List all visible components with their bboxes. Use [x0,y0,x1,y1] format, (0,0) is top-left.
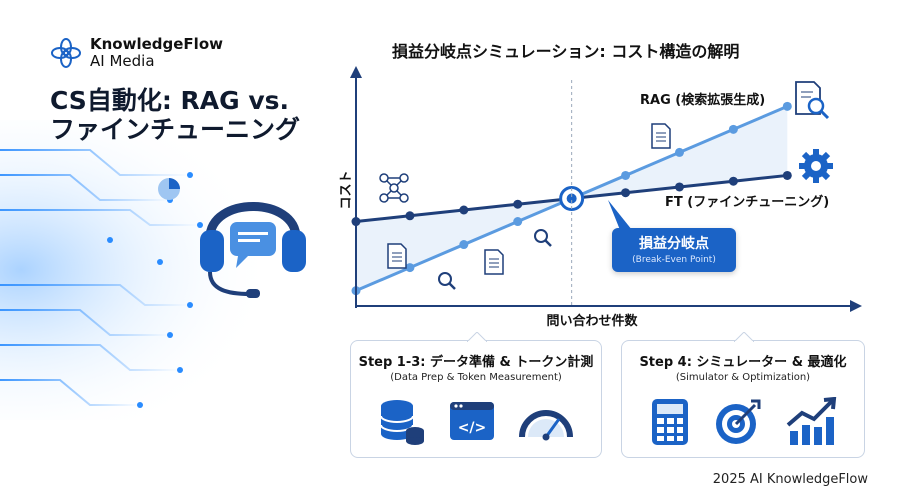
series-label-ft: FT (ファインチューニング) [665,194,829,210]
knowledgeflow-logo-icon [51,38,81,68]
callout-pointer [608,200,632,230]
step-box-1: Step 1-3: データ準備 & トークン計測 (Data Prep & To… [350,332,602,458]
break-even-marker-core [566,193,577,204]
break-even-chart: コスト 問い合わせ件数 RAG (検索拡張生成) FT (ファインチューニング) [339,66,862,329]
brand-name: KnowledgeFlow [90,35,223,53]
ft-data-point [674,182,684,192]
ft-data-point [405,211,415,221]
neural-network-icon [379,173,409,203]
database-icon [380,400,424,445]
step-title: Step 1-3: データ準備 & トークン計測 [358,355,594,370]
document-icon [387,243,407,269]
magnifier-icon [438,272,456,290]
code-window-icon: </> [450,402,494,440]
step-title: Step 4: シミュレーター & 最適化 [639,355,847,370]
chart-title: 損益分岐点シミュレーション: コスト構造の解明 [392,42,740,61]
headline-line-1: CS自動化: RAG vs. [50,86,290,115]
step-subtitle: (Data Prep & Token Measurement) [390,372,562,383]
series-label-rag: RAG (検索拡張生成) [640,92,765,108]
ft-data-point [513,199,523,209]
growth-chart-icon [786,397,836,445]
ft-data-point [459,205,469,215]
step-box-pointer [734,332,754,342]
x-axis-arrow [850,300,862,312]
break-even-label: 損益分岐点 [639,236,709,252]
gear-icon [799,149,833,183]
headset-icon [200,202,306,298]
target-icon [715,399,761,444]
step-subtitle: (Simulator & Optimization) [675,372,811,383]
svg-text:</>: </> [458,420,487,436]
ft-data-point [621,188,631,198]
rag-data-point [674,147,684,157]
step-box-pointer [467,332,487,342]
footer-copyright: 2025 AI KnowledgeFlow [712,472,868,487]
gauge-icon [519,410,573,441]
brand-block: KnowledgeFlow AI Media [50,36,223,70]
left-background [0,0,420,502]
document-icon [484,249,504,275]
magnifier-icon [534,229,552,247]
rag-data-point [513,217,523,227]
break-even-callout: 損益分岐点 (Break-Even Point) [612,228,736,272]
ft-data-point [782,170,792,180]
y-axis-label: コスト [339,170,354,209]
step-box-2: Step 4: シミュレーター & 最適化 (Simulator & Optim… [621,332,865,458]
break-even-sublabel: (Break-Even Point) [632,255,716,265]
rag-data-point [728,124,738,134]
search-document-icon [795,81,830,120]
y-axis-arrow [350,66,362,78]
ft-data-point [728,176,738,186]
rag-data-point [621,170,631,180]
headline-line-2: ファインチューニング [50,115,301,144]
rag-data-point [405,263,415,273]
document-icon [651,123,671,149]
headline: CS自動化: RAG vs. ファインチューニング [50,86,300,144]
rag-data-point [459,240,469,250]
pie-chart-icon [158,178,180,200]
calculator-icon [652,399,689,445]
rag-data-point [782,101,792,111]
x-axis-label: 問い合わせ件数 [546,313,638,329]
brand-sub: AI Media [90,52,155,70]
